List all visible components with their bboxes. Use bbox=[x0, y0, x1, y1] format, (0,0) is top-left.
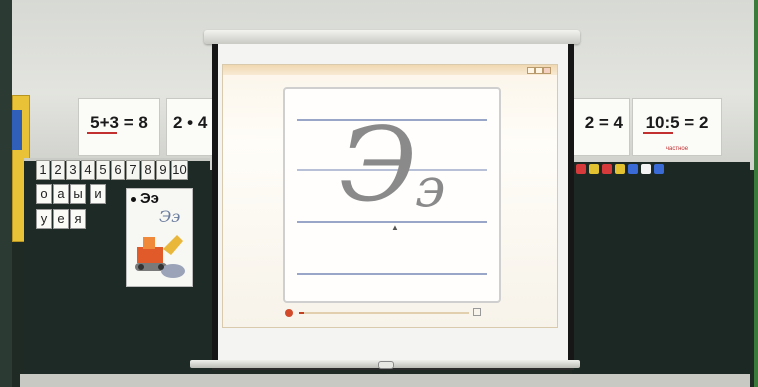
digit-tile: 2 bbox=[51, 160, 65, 180]
handwriting-canvas: Э э ▲ bbox=[283, 87, 501, 303]
arrow-cursor-icon: ▲ bbox=[391, 223, 399, 232]
option-checkbox[interactable] bbox=[473, 308, 483, 316]
small-letter: э bbox=[415, 156, 446, 219]
guide-line bbox=[297, 119, 487, 121]
letter-tile: е bbox=[53, 209, 69, 229]
left-edge-shadow bbox=[0, 0, 12, 387]
maximize-icon[interactable] bbox=[535, 67, 543, 74]
digit-tile: 5 bbox=[96, 160, 110, 180]
magnet-row bbox=[576, 164, 664, 174]
poster-title-text: Ээ bbox=[140, 190, 159, 207]
bullet-icon bbox=[131, 196, 136, 202]
magnet bbox=[641, 164, 651, 174]
minimize-icon[interactable] bbox=[527, 67, 535, 74]
card-sum-equation: 5+3 = 8 bbox=[90, 113, 148, 132]
guide-line bbox=[297, 169, 487, 171]
progress-track[interactable] bbox=[299, 312, 469, 314]
progress-fill bbox=[299, 312, 305, 314]
card-sum: 5+3 = 8 bbox=[78, 98, 160, 156]
digit-row: 1 2 3 4 5 6 7 8 9 10 bbox=[36, 160, 188, 180]
digit-tile: 3 bbox=[66, 160, 80, 180]
digit-tile: 7 bbox=[126, 160, 140, 180]
guide-line bbox=[297, 221, 487, 223]
card-difference: 2 = 4 bbox=[572, 98, 630, 156]
magnet bbox=[628, 164, 638, 174]
projector-screen-case bbox=[204, 30, 580, 44]
digit-tile: 6 bbox=[111, 160, 125, 180]
digit-tile: 1 bbox=[36, 160, 50, 180]
letter-tile: а bbox=[53, 184, 69, 204]
digit-tile: 4 bbox=[81, 160, 95, 180]
chalkboard-right bbox=[572, 162, 750, 378]
blue-wall-label bbox=[12, 110, 22, 150]
screen-weight-bar bbox=[190, 360, 580, 369]
card-quotient-equation: 10:5 = 2 bbox=[645, 113, 709, 132]
magnet bbox=[615, 164, 625, 174]
card-quotient-foot: частное bbox=[665, 146, 689, 152]
letter-tile: ы bbox=[70, 184, 86, 204]
screen-pull-handle[interactable] bbox=[378, 361, 394, 369]
poster-script-letters: Ээ bbox=[159, 207, 181, 226]
magnet bbox=[589, 164, 599, 174]
card-product: 2 • 4 bbox=[166, 98, 214, 156]
card-quotient-underline bbox=[643, 132, 673, 134]
card-difference-equation: 2 = 4 bbox=[584, 113, 623, 132]
big-letter: Э bbox=[339, 106, 418, 225]
card-quotient: 10:5 = 2 частное bbox=[632, 98, 722, 156]
app-titlebar bbox=[223, 65, 557, 75]
magnet bbox=[654, 164, 664, 174]
magnet bbox=[576, 164, 586, 174]
magnet bbox=[602, 164, 612, 174]
guide-line bbox=[297, 273, 487, 275]
checkbox-icon bbox=[473, 308, 481, 316]
letter-tile: и bbox=[90, 184, 106, 204]
projected-app-window: Э э ▲ bbox=[222, 64, 558, 328]
card-sum-underline bbox=[87, 132, 117, 134]
excavator-illustration bbox=[135, 235, 185, 278]
letter-tile: я bbox=[70, 209, 86, 229]
right-edge-frame bbox=[754, 0, 758, 387]
letter-poster: Ээ Ээ bbox=[126, 188, 193, 287]
digit-tile: 9 bbox=[156, 160, 170, 180]
playback-bar bbox=[233, 305, 547, 321]
letter-tile: о bbox=[36, 184, 52, 204]
card-product-equation: 2 • 4 bbox=[173, 113, 208, 132]
digit-tile: 10 bbox=[171, 160, 188, 180]
poster-title: Ээ bbox=[131, 190, 189, 207]
play-icon[interactable] bbox=[285, 309, 293, 317]
close-icon[interactable] bbox=[543, 67, 551, 74]
digit-tile: 8 bbox=[141, 160, 155, 180]
chalk-tray bbox=[20, 374, 750, 387]
letter-tile: у bbox=[36, 209, 52, 229]
